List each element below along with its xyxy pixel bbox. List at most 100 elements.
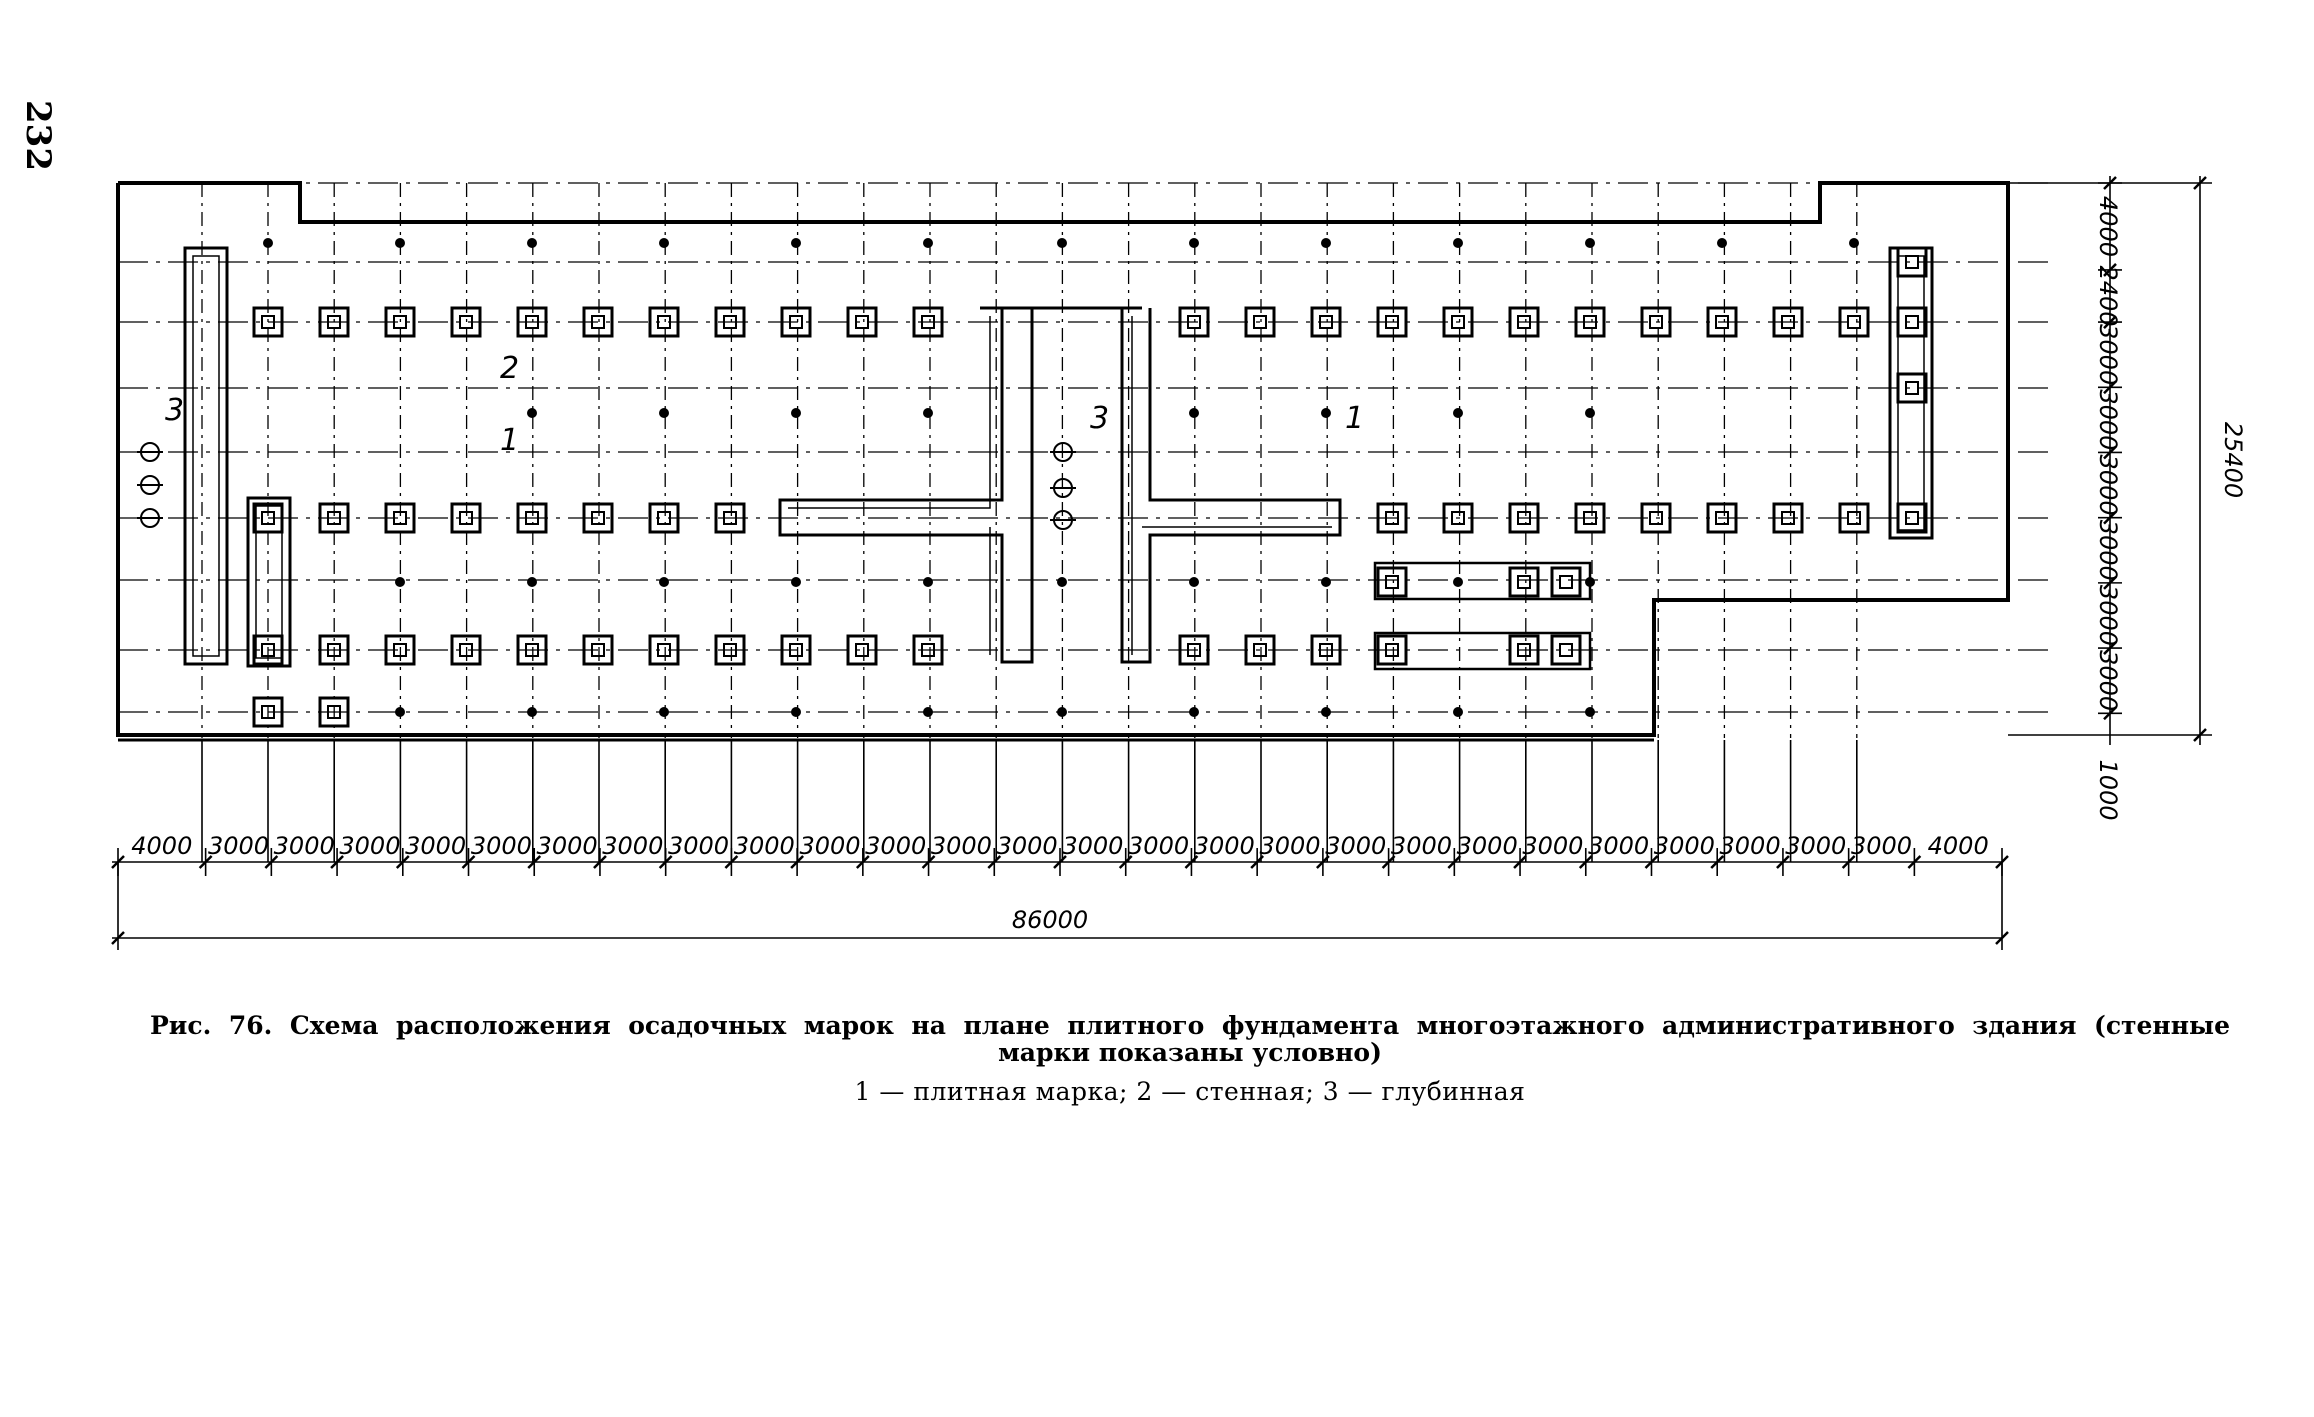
bottom-dimension-label: 3000 [734,832,795,860]
dimension-tick [2103,575,2117,590]
column-outer [450,502,482,534]
column-marker [1508,566,1540,598]
column-inner [1905,315,1919,329]
column-inner [657,511,671,525]
dimension-tick [2103,641,2117,655]
dimension-tick [1995,931,2009,945]
column-inner [459,315,473,329]
column-marker [384,306,416,338]
column-inner [921,643,935,657]
column-outer [846,306,878,338]
dimension-tick [1118,855,1133,869]
column-marker [1244,306,1276,338]
column-outer [1706,502,1738,534]
column-outer [1376,502,1408,534]
column-inner [1319,643,1333,657]
column-outer [516,634,548,666]
column-inner [1847,511,1861,525]
dimension-tick [2103,445,2117,460]
right-dimension-label: 4000 [2094,196,2122,257]
column-inner [1319,315,1333,329]
column-outer [714,306,746,338]
plate-marker-dot [1585,577,1595,587]
right-dimension-label: 3000 [2094,520,2122,581]
column-marker [252,502,284,534]
column-marker [252,696,284,728]
bottom-dimension-label: 3000 [1457,832,1518,860]
right-dimension-label: 3000 [2094,324,2122,385]
column-outer [318,634,350,666]
plate-marker-dot [923,238,933,248]
column-inner [525,643,539,657]
dimension-tick [1644,855,1659,869]
column-outer [1178,306,1210,338]
plate-marker-dot [395,707,405,717]
column-outer [582,634,614,666]
column-marker [1640,306,1672,338]
column-outer [252,696,284,728]
column-marker [1508,634,1540,666]
column-marker [1550,566,1582,598]
bottom-dimension-label: 3000 [1194,832,1255,860]
column-marker [252,306,284,338]
plate-marker-dot [1849,238,1859,248]
column-marker [516,634,548,666]
figure-caption-legend: 1 — плитная марка; 2 — стенная; 3 — глуб… [854,1077,1526,1106]
column-marker [318,306,350,338]
column-outer [912,634,944,666]
column-outer [648,634,680,666]
bottom-dimension-label: 3000 [471,832,532,860]
dimension-tick [1907,855,1922,869]
column-outer [384,634,416,666]
column-outer [1508,634,1540,666]
axis-grid [118,182,2050,738]
dimension-tick [527,855,542,869]
column-outer [1310,306,1342,338]
plate-marker-dot [659,707,669,717]
column-inner [327,511,341,525]
column-inner [723,511,737,525]
column-inner [855,643,869,657]
column-marker [1376,634,1408,666]
dimension-tick [1776,855,1790,869]
column-inner [327,315,341,329]
plate-marker-dot [659,238,669,248]
column-outer [516,306,548,338]
column-marker [1838,502,1870,534]
column-inner [1905,381,1919,395]
column-outer [252,502,284,534]
column-outer [450,306,482,338]
column-outer [1772,306,1804,338]
plate-marker-dot [527,707,537,717]
column-inner [1517,643,1531,657]
wall-inner [255,505,283,659]
dimension-tick [2103,380,2117,395]
column-inner [1649,511,1663,525]
column-marker [1376,306,1408,338]
column-marker [582,634,614,666]
column-inner [1385,315,1399,329]
plate-marker-dot [1585,238,1595,248]
column-marker [1178,634,1210,666]
dimension-tick [1578,855,1593,869]
column-marker [1442,306,1474,338]
column-outer [1244,306,1276,338]
column-outer [384,502,416,534]
column-outer [1376,306,1408,338]
column-inner [789,643,803,657]
dimension-tick [1447,855,1462,869]
column-marker [648,634,680,666]
column-marker [846,306,878,338]
column-inner [1781,511,1795,525]
column-inner [855,315,869,329]
column-outer [318,306,350,338]
plate-marker-dot [527,577,537,587]
bottom-dimension-label: 3000 [668,832,729,860]
right-dimension-label: 3000 [2094,585,2122,646]
column-marker [1244,634,1276,666]
dimension-tick [1710,855,1725,869]
column-inner [1583,511,1597,525]
right-dimension-label: 2400 [2094,265,2122,326]
figure-caption-line1: Рис. 76. Схема расположения осадочных ма… [150,1011,2230,1040]
plate-marker-dot [1453,707,1463,717]
